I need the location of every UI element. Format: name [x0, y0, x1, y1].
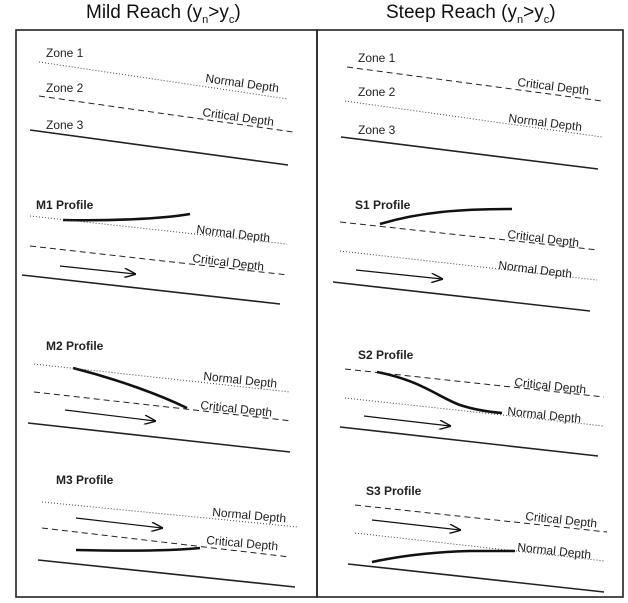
critical-depth-line	[38, 95, 294, 133]
critical-depth-label: Critical Depth	[525, 509, 598, 530]
channel-bed-line	[339, 426, 599, 457]
zone3-label: Zone 3	[46, 118, 84, 132]
steep-reach-title: Steep Reach (yn>yc)	[386, 2, 556, 26]
channel-bed-line	[37, 559, 296, 588]
critical-depth-label: Critical Depth	[507, 227, 580, 250]
flow-direction-arrow	[371, 519, 460, 530]
zone1-label: Zone 1	[358, 51, 396, 65]
m1-water-surface-curve	[62, 212, 191, 222]
critical-depth-line	[354, 504, 608, 533]
normal-depth-line	[29, 215, 288, 245]
s3-profile-label: S3 Profile	[366, 484, 422, 498]
zone1-label: Zone 1	[46, 46, 84, 60]
critical-depth-label: Critical Depth	[517, 75, 590, 98]
normal-depth-line	[344, 100, 603, 138]
critical-depth-line	[29, 245, 289, 276]
critical-depth-label: Critical Depth	[514, 375, 587, 396]
normal-depth-label: Normal Depth	[203, 369, 278, 391]
critical-depth-line	[346, 66, 603, 102]
normal-depth-label: Normal Depth	[517, 540, 592, 562]
s3-water-surface-curve	[371, 549, 515, 564]
flow-direction-arrow	[59, 265, 135, 274]
normal-depth-line	[41, 501, 299, 528]
channel-bed-line	[332, 281, 591, 312]
channel-bed-line	[347, 563, 605, 593]
channel-bed-line	[29, 129, 289, 166]
critical-depth-label: Critical Depth	[202, 105, 275, 129]
zone3-label: Zone 3	[358, 123, 396, 137]
s2-profile-label: S2 Profile	[358, 348, 414, 362]
normal-depth-label: Normal Depth	[507, 404, 582, 426]
normal-depth-label: Normal Depth	[196, 222, 271, 245]
critical-depth-label: Critical Depth	[206, 533, 279, 553]
flow-direction-arrow	[355, 269, 442, 279]
flow-direction-arrow	[64, 409, 155, 421]
steep-panel-frame	[316, 29, 624, 598]
flow-direction-arrow	[75, 517, 162, 528]
zone2-label: Zone 2	[358, 85, 396, 99]
critical-depth-label: Critical Depth	[200, 398, 273, 419]
m3-profile-label: M3 Profile	[56, 473, 114, 487]
m2-profile-label: M2 Profile	[46, 339, 104, 353]
m2-water-surface-curve	[72, 366, 188, 410]
normal-depth-label: Normal Depth	[508, 111, 583, 134]
s1-water-surface-curve	[379, 207, 513, 226]
channel-bed-line	[21, 274, 281, 305]
normal-depth-label: Normal Depth	[212, 505, 287, 525]
critical-depth-line	[33, 391, 293, 422]
flow-direction-arrow	[363, 415, 450, 426]
critical-depth-line	[339, 221, 599, 251]
channel-bed-line	[340, 136, 599, 170]
m3-water-surface-curve	[75, 546, 201, 552]
channel-bed-line	[27, 422, 291, 453]
zone2-label: Zone 2	[46, 81, 84, 95]
critical-depth-label: Critical Depth	[192, 251, 265, 274]
m1-profile-label: M1 Profile	[36, 198, 94, 212]
mild-reach-title: Mild Reach (yn>yc)	[86, 2, 241, 26]
normal-depth-line	[339, 250, 598, 281]
s2-water-surface-curve	[376, 370, 503, 415]
normal-depth-label: Normal Depth	[498, 258, 573, 281]
critical-depth-line	[41, 527, 291, 558]
normal-depth-line	[33, 363, 291, 393]
s1-profile-label: S1 Profile	[355, 198, 411, 212]
normal-depth-label: Normal Depth	[205, 71, 280, 95]
